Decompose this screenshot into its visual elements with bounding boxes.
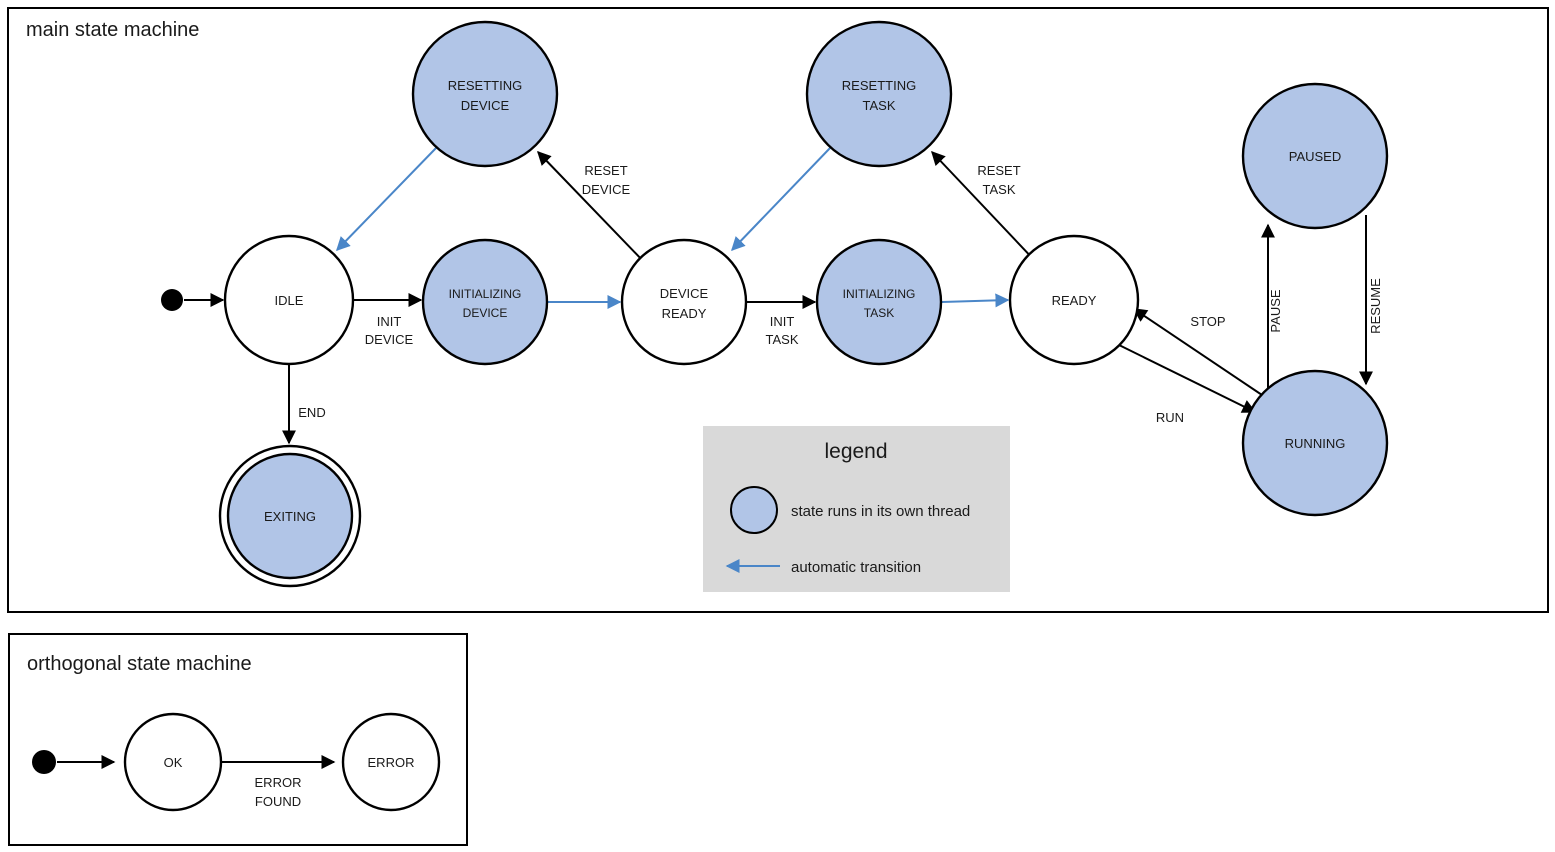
state-node-resetting-device[interactable]: RESETTING DEVICE [411, 20, 559, 168]
edge-label-reset-task-line2: TASK [983, 182, 1016, 197]
state-label-ok: OK [164, 755, 183, 770]
orthogonal-frame-title: orthogonal state machine [27, 653, 252, 675]
edge-label-init-device-line1: INIT [377, 314, 402, 329]
state-label-resetting-device-line1: RESETTING [448, 78, 522, 93]
state-label-initializing-device-line2: DEVICE [463, 306, 508, 320]
legend-item-auto-transition-label: automatic transition [791, 559, 921, 576]
legend-title: legend [824, 440, 887, 463]
state-node-initializing-task[interactable]: INITIALIZING TASK [815, 238, 943, 366]
edge-label-reset-device-line2: DEVICE [582, 182, 631, 197]
edge-ready-to-running [1118, 344, 1257, 413]
edge-label-init-device-line2: DEVICE [365, 332, 414, 347]
legend: legend state runs in its own thread auto… [703, 426, 1010, 592]
edge-label-resume: RESUME [1368, 278, 1383, 334]
state-node-device-ready[interactable]: DEVICE READY [620, 238, 748, 366]
state-node-running[interactable]: RUNNING [1241, 369, 1389, 517]
main-frame-title: main state machine [26, 19, 199, 41]
state-node-exiting[interactable]: EXITING [218, 444, 362, 588]
edge-ready-to-resetting-task [931, 150, 1038, 264]
state-node-idle[interactable]: IDLE [223, 234, 355, 366]
orthogonal-initial-state-marker [32, 750, 56, 774]
state-label-resetting-task-line2: TASK [863, 98, 896, 113]
state-label-initializing-task-line2: TASK [864, 306, 894, 320]
edge-device-ready-to-resetting-device [537, 150, 647, 265]
state-label-exiting: EXITING [264, 509, 316, 524]
state-label-ready: READY [1052, 293, 1097, 308]
state-label-device-ready-line1: DEVICE [660, 286, 709, 301]
edge-resetting-task-to-device-ready [731, 146, 832, 252]
state-label-initializing-task-line1: INITIALIZING [843, 287, 916, 301]
edge-label-end: END [298, 405, 325, 420]
state-node-resetting-task[interactable]: RESETTING TASK [805, 20, 953, 168]
edge-running-to-ready [1132, 308, 1263, 396]
edge-label-reset-task-line1: RESET [977, 163, 1020, 178]
edge-label-init-task-line2: TASK [766, 332, 799, 347]
edge-label-reset-device-line1: RESET [584, 163, 627, 178]
edge-initializing-task-to-ready [941, 293, 1010, 308]
edge-label-pause: PAUSE [1268, 289, 1283, 332]
state-label-idle: IDLE [275, 293, 304, 308]
legend-item-thread-state-label: state runs in its own thread [791, 503, 970, 520]
state-label-paused: PAUSED [1289, 149, 1342, 164]
edge-label-init-task-line1: INIT [770, 314, 795, 329]
edge-label-error-found-line1: ERROR [255, 775, 302, 790]
initial-state-marker [161, 289, 183, 311]
edge-label-error-found-line2: FOUND [255, 794, 301, 809]
edge-label-run: RUN [1156, 410, 1184, 425]
state-label-resetting-device-line2: DEVICE [461, 98, 510, 113]
edge-label-stop: STOP [1190, 314, 1225, 329]
state-node-ok[interactable]: OK [123, 712, 223, 812]
state-label-device-ready-line2: READY [662, 306, 707, 321]
state-node-initializing-device[interactable]: INITIALIZING DEVICE [421, 238, 549, 366]
state-node-ready[interactable]: READY [1008, 234, 1140, 366]
state-node-paused[interactable]: PAUSED [1241, 82, 1389, 230]
edge-resetting-device-to-idle [336, 146, 438, 252]
state-label-initializing-device-line1: INITIALIZING [449, 287, 522, 301]
state-label-resetting-task-line1: RESETTING [842, 78, 916, 93]
state-label-error: ERROR [368, 755, 415, 770]
state-label-running: RUNNING [1285, 436, 1346, 451]
state-node-error[interactable]: ERROR [341, 712, 441, 812]
legend-thread-state-circle-icon [730, 486, 778, 534]
